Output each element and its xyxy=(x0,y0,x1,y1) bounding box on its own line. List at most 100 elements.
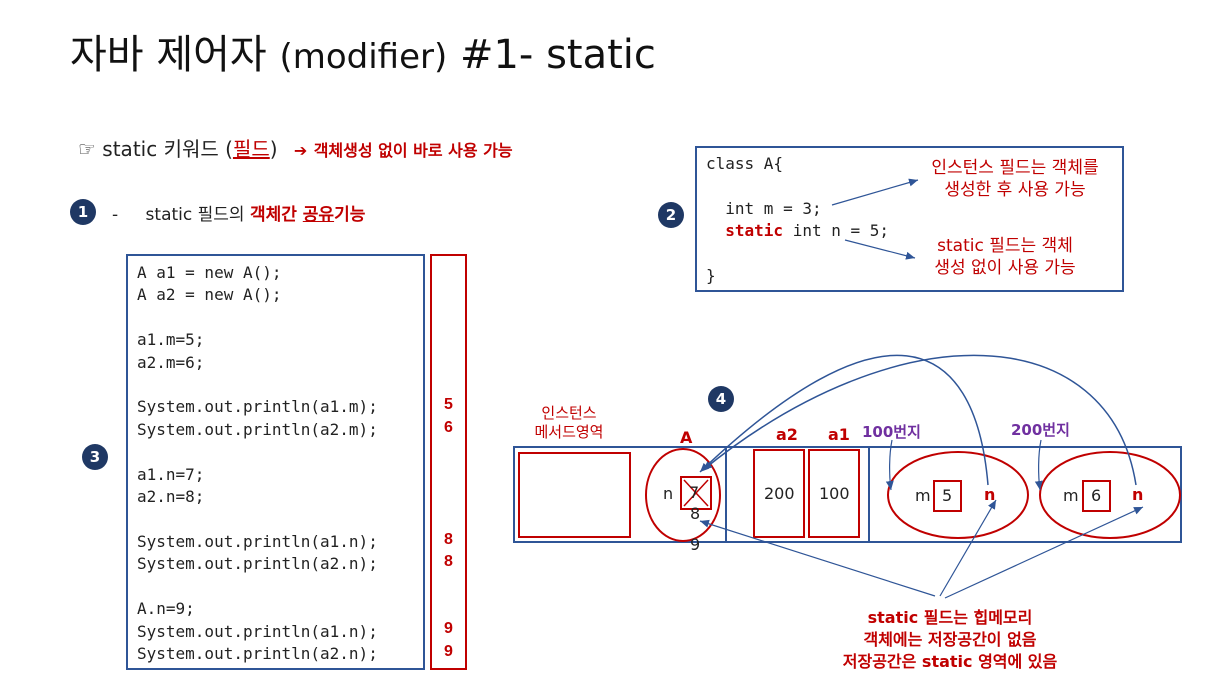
section1-dash: - xyxy=(112,205,119,225)
note-static-line2: 생성 없이 사용 가능 xyxy=(934,258,1076,278)
code-box-class: class A{ int m = 3; static int n = 5; } xyxy=(695,146,1124,292)
stack-a1-box xyxy=(808,449,860,538)
code-line: A.n=9; xyxy=(137,599,195,619)
stack-a2-value: 200 xyxy=(764,484,795,503)
output-value: 9 xyxy=(444,642,453,660)
class-code-line: class A{ xyxy=(706,154,784,173)
static-class-label: A xyxy=(680,428,693,447)
code-line: a1.m=5; xyxy=(137,330,205,350)
code-line: System.out.println(a1.n); xyxy=(137,531,378,551)
obj1-m-box xyxy=(933,480,962,512)
code-line: System.out.println(a1.m); xyxy=(137,397,378,417)
code-line: a2.n=8; xyxy=(137,487,205,507)
bottom-note: static 필드는 힙메모리 객체에는 저장공간이 없음 저장공간은 stat… xyxy=(800,607,1100,673)
badge-3: 3 xyxy=(82,444,108,470)
output-box: 5 6 8 8 9 9 xyxy=(430,254,467,670)
heap-object-1 xyxy=(887,451,1029,539)
memory-container xyxy=(513,446,1182,543)
badge-1: 1 xyxy=(70,199,96,225)
heap-address-2: 200번지 xyxy=(1011,421,1070,439)
arrow-note-obj2 xyxy=(944,506,1144,599)
section1-text: - static 필드의 객체간 공유기능 xyxy=(112,200,365,225)
note-static-line1: static 필드는 객체 xyxy=(937,236,1073,256)
heap-address-1: 100번지 xyxy=(862,423,921,441)
output-value: 9 xyxy=(444,620,453,638)
title-main: 자바 제어자 xyxy=(70,32,267,78)
section1-label: static 필드의 xyxy=(145,205,250,225)
badge-4: 4 xyxy=(708,386,734,412)
note-instance-line2: 생성한 후 사용 가능 xyxy=(944,180,1086,200)
class-code-line: } xyxy=(706,266,716,286)
stack-a1-value: 100 xyxy=(819,484,850,503)
subtitle-text: static 키워드 ( xyxy=(102,137,233,161)
subtitle-underlined: 필드 xyxy=(232,137,270,161)
obj2-n-label: n xyxy=(1132,485,1144,504)
stack-a2-box xyxy=(753,449,805,538)
code-box-main: A a1 = new A();A a2 = new A(); a1.m=5;a2… xyxy=(126,254,425,670)
static-field-name: n xyxy=(663,484,674,503)
static-n-box xyxy=(680,476,712,510)
section1-emphasis-c: 기능 xyxy=(334,205,366,225)
code-line: System.out.println(a2.n); xyxy=(137,554,378,574)
arrow-note-obj1 xyxy=(939,499,997,597)
method-area-box xyxy=(518,452,631,538)
section1-emphasis-a: 객체간 xyxy=(249,205,303,225)
class-code-line: int m = 3; xyxy=(706,198,822,218)
static-value-mid: 8 xyxy=(690,504,701,523)
stack-label-a1: a1 xyxy=(828,425,850,444)
pointing-hand-icon: ☞ xyxy=(78,137,96,161)
code-line: System.out.println(a1.n); xyxy=(137,621,378,641)
code-class: class A{ int m = 3; static int n = 5; } xyxy=(706,153,889,287)
arrow-200-address xyxy=(1034,439,1043,491)
method-area-label-line1: 인스턴스 xyxy=(541,404,597,422)
subtitle: ☞ static 키워드 (필드) ➔ 객체생성 없이 바로 사용 가능 xyxy=(78,133,513,162)
bottom-note-line2: 객체에는 저장공간이 없음 xyxy=(863,630,1037,649)
obj2-m-label: m xyxy=(1063,486,1079,505)
obj2-m-value: 6 xyxy=(1091,486,1102,505)
note-instance-line1: 인스턴스 필드는 객체를 xyxy=(931,158,1099,178)
badge-2: 2 xyxy=(658,202,684,228)
right-arrow-icon: ➔ xyxy=(293,141,308,160)
subtitle-close: ) xyxy=(269,137,278,161)
static-value-final: 9 xyxy=(690,535,701,554)
arrow-static-note xyxy=(844,239,916,260)
note-instance-field: 인스턴스 필드는 객체를 생성한 후 사용 가능 xyxy=(905,157,1125,201)
class-code-line: static int n = 5; xyxy=(725,221,890,241)
code-line: System.out.println(a2.n); xyxy=(137,643,378,663)
stack-label-a2: a2 xyxy=(776,425,798,444)
code-line: System.out.println(a2.m); xyxy=(137,419,378,439)
obj2-m-box xyxy=(1082,480,1111,512)
page-title: 자바 제어자 (modifier) #1- static xyxy=(70,22,656,80)
static-area-ellipse xyxy=(645,448,721,542)
output-value: 8 xyxy=(444,553,453,571)
curve-obj2-to-static xyxy=(702,354,1137,486)
bottom-note-line3: 저장공간은 static 영역에 있음 xyxy=(842,652,1058,671)
arrow-instance-note xyxy=(831,178,919,206)
code-line: a1.n=7; xyxy=(137,464,205,484)
arrow-note-static xyxy=(699,519,936,597)
code-line: a2.m=6; xyxy=(137,352,205,372)
output-value: 6 xyxy=(444,418,453,436)
method-area-label: 인스턴스 메서드영역 xyxy=(519,404,619,442)
code-line: A a1 = new A(); xyxy=(137,263,282,282)
note-static-field: static 필드는 객체 생성 없이 사용 가능 xyxy=(905,235,1105,279)
obj1-m-value: 5 xyxy=(942,486,953,505)
obj1-n-label: n xyxy=(984,485,996,504)
heap-object-2 xyxy=(1039,451,1181,539)
output-value: 5 xyxy=(444,396,453,414)
subtitle-emphasis: 객체생성 없이 바로 사용 가능 xyxy=(313,141,513,160)
section1-emphasis-b: 공유 xyxy=(302,205,335,225)
output-value: 8 xyxy=(444,530,453,548)
method-area-label-line2: 메서드영역 xyxy=(534,423,604,441)
obj1-m-label: m xyxy=(915,486,931,505)
cross-line-2 xyxy=(683,479,709,507)
curve-obj1-to-static xyxy=(699,354,989,486)
title-suffix: #1- static xyxy=(459,32,656,78)
arrow-100-address xyxy=(885,439,894,491)
static-keyword: static xyxy=(725,221,784,241)
code-main: A a1 = new A();A a2 = new A(); a1.m=5;a2… xyxy=(137,262,378,665)
code-line: A a2 = new A(); xyxy=(137,285,282,305)
static-value-crossed: 7 xyxy=(689,483,700,502)
title-paren: (modifier) xyxy=(279,37,448,77)
